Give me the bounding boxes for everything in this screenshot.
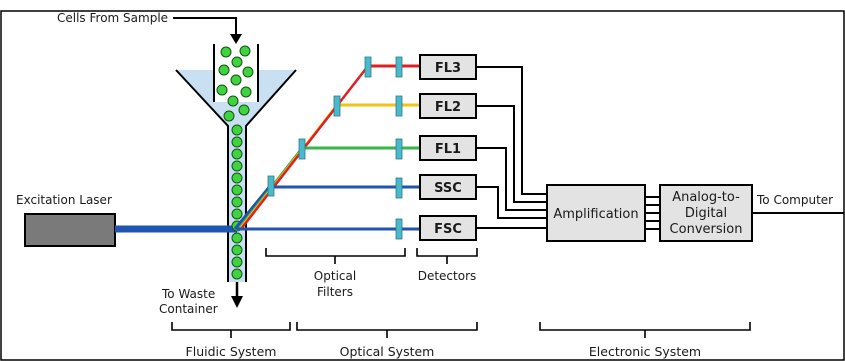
detector-fl1-box xyxy=(419,135,477,161)
optical-filters-label-line1: Optical xyxy=(314,269,356,283)
filter-fl3-dichroic xyxy=(364,56,372,78)
frame-border xyxy=(0,10,845,361)
cell xyxy=(231,208,243,220)
to-computer-label: To Computer xyxy=(756,193,833,207)
detectors-brace xyxy=(416,248,478,264)
to-waste-label-line1: To Waste xyxy=(161,287,215,301)
cell xyxy=(231,268,243,280)
filter-fl3 xyxy=(395,56,403,78)
cell xyxy=(231,256,243,268)
cell xyxy=(242,66,254,78)
cell xyxy=(231,172,243,184)
cell xyxy=(231,124,243,136)
filter-fl2 xyxy=(395,95,403,117)
to-waste-label-line2: Container xyxy=(159,302,218,316)
filter-fl2-dichroic xyxy=(333,95,341,117)
adc-label-line1: Analog-to- xyxy=(672,190,740,205)
fluidic-system-label: Fluidic System xyxy=(186,344,277,359)
amplification-label: Amplification xyxy=(553,207,638,222)
waste-arrowhead xyxy=(231,296,243,308)
signal-wires xyxy=(476,66,844,230)
optical-system-label: Optical System xyxy=(340,344,435,359)
excitation-laser-box xyxy=(24,213,116,247)
cell xyxy=(231,232,243,244)
cell xyxy=(231,136,243,148)
excitation-laser-label: Excitation Laser xyxy=(16,193,112,207)
cell xyxy=(231,160,243,172)
filter-ssc-dichroic xyxy=(267,175,275,197)
detector-fl3-box xyxy=(419,54,477,80)
detector-fl2-label: FL2 xyxy=(435,100,461,115)
adc-label-line2: Digital xyxy=(685,206,727,221)
electronic-system-brace xyxy=(539,322,751,338)
cells-group xyxy=(216,45,254,280)
detector-ssc-label: SSC xyxy=(434,181,462,196)
cell xyxy=(227,95,239,107)
adc-box xyxy=(659,184,753,242)
optical-filters xyxy=(267,56,403,240)
detector-fl3-label: FL3 xyxy=(435,61,461,76)
cell xyxy=(240,86,252,98)
cell xyxy=(231,148,243,160)
cell xyxy=(231,184,243,196)
filter-ssc xyxy=(395,177,403,199)
detector-fsc-box xyxy=(419,215,477,241)
cell xyxy=(220,46,232,58)
cell xyxy=(231,196,243,208)
detector-fsc-label: FSC xyxy=(434,222,462,237)
cell xyxy=(218,64,230,76)
optical-filters-brace xyxy=(265,248,406,264)
cell xyxy=(239,45,251,57)
cell xyxy=(238,104,250,116)
cell xyxy=(231,244,243,256)
detector-fl1-label: FL1 xyxy=(435,142,461,157)
cell xyxy=(230,74,242,86)
amplification-box xyxy=(546,184,646,242)
detectors-label: Detectors xyxy=(418,269,477,283)
cells-input-arrowhead xyxy=(230,34,242,44)
optical-filters-label-line2: Filters xyxy=(317,285,353,299)
detectors: FL3 FL2 FL1 SSC FSC xyxy=(419,54,477,241)
adc-label-line3: Conversion xyxy=(670,222,743,237)
optical-system-brace xyxy=(296,322,478,338)
cells-from-sample-label: Cells From Sample xyxy=(57,11,168,25)
filter-fsc xyxy=(395,218,403,240)
cell xyxy=(223,110,235,122)
electronic-system-label: Electronic System xyxy=(589,344,701,359)
cell xyxy=(216,84,228,96)
filter-fl1-dichroic xyxy=(298,138,306,160)
fluidic-system-brace xyxy=(171,322,291,338)
cell xyxy=(231,56,243,68)
filter-fl1 xyxy=(395,138,403,160)
detector-fl2-box xyxy=(419,93,477,119)
cells-input-line xyxy=(173,17,237,36)
